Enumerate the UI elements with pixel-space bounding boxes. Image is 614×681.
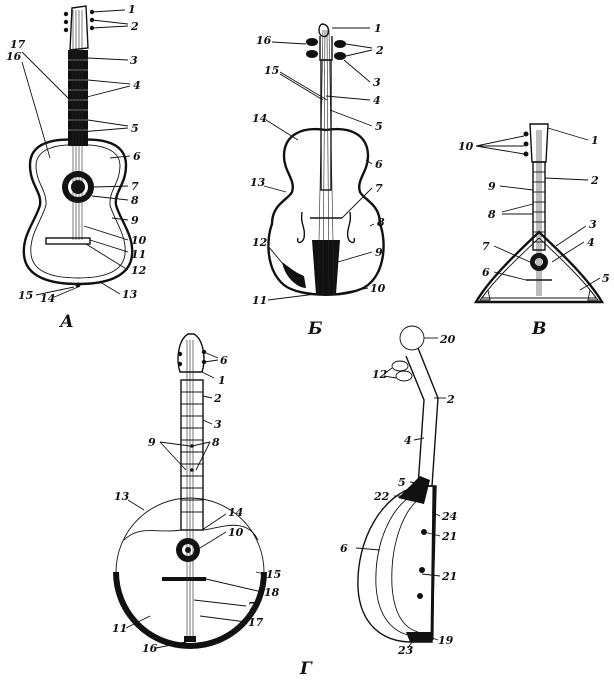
balalaika-callout-10: 10 [458, 140, 474, 153]
domra-side-callouts: 20 12 2 4 5 22 24 21 21 6 19 23 Г [299, 333, 457, 679]
violin-callout-11: 11 [252, 294, 267, 307]
violin-callout-5: 5 [375, 120, 383, 133]
balalaika-callouts: 1 2 3 4 5 6 7 8 9 10 В [458, 134, 610, 339]
domra-front-callout-13: 13 [114, 490, 130, 503]
guitar-callouts: 1 2 3 4 5 6 7 8 9 10 11 12 13 14 15 16 1… [6, 3, 147, 332]
domra-side-callout-22: 22 [373, 490, 390, 503]
domra-side-callout-21-lower: 21 [441, 570, 457, 583]
domra-side-callout-12: 6 [340, 542, 348, 555]
balalaika-drawing [473, 123, 605, 304]
violin-callout-15: 15 [264, 64, 279, 77]
violin-callout-1: 1 [374, 22, 382, 35]
guitar-callout-10: 10 [131, 234, 147, 247]
domra-side-callout-23: 23 [397, 644, 414, 657]
guitar-callout-7: 7 [131, 180, 139, 193]
balalaika-callout-2: 2 [590, 174, 599, 187]
violin-callout-9: 9 [375, 246, 383, 259]
figure-label-v: В [531, 319, 546, 339]
violin-callout-10: 10 [370, 282, 386, 295]
violin-callout-12: 12 [252, 236, 268, 249]
violin-callout-16: 16 [256, 34, 272, 47]
guitar-callout-3: 3 [130, 54, 138, 67]
domra-front-callout-1: 1 [218, 374, 226, 387]
balalaika-callout-3: 3 [589, 218, 597, 231]
domra-front-callout-7: 7 [248, 600, 256, 613]
balalaika-callout-9: 9 [488, 180, 496, 193]
domra-front-callout-17: 17 [248, 616, 264, 629]
guitar-callout-15: 15 [18, 289, 33, 302]
violin-callout-8: 8 [377, 216, 385, 229]
domra-side-callout-20: 20 [439, 333, 456, 346]
figure-label-g: Г [299, 659, 313, 679]
domra-front-callout-8: 8 [212, 436, 220, 449]
guitar-callout-13: 13 [122, 288, 138, 301]
guitar-callout-12: 12 [131, 264, 147, 277]
domra-front-callout-6: 6 [220, 354, 228, 367]
balalaika-callout-7: 7 [482, 240, 490, 253]
violin-callout-13: 13 [250, 176, 266, 189]
guitar-callout-9: 9 [131, 214, 139, 227]
domra-front-callout-16: 16 [142, 642, 158, 655]
violin-callout-14: 14 [252, 112, 267, 125]
violin-callout-7: 7 [375, 182, 383, 195]
violin-callout-4: 4 [373, 94, 381, 107]
guitar-callout-2: 2 [130, 20, 139, 33]
domra-front-callout-10: 10 [228, 526, 244, 539]
guitar-callout-8: 8 [131, 194, 139, 207]
domra-front-callout-15: 15 [266, 568, 281, 581]
guitar-callout-14: 14 [40, 292, 55, 305]
balalaika-callout-1: 1 [591, 134, 599, 147]
violin-callouts: 1 2 3 4 5 6 7 8 9 10 11 12 13 14 15 16 Б [250, 22, 386, 339]
guitar-callout-6: 6 [133, 150, 141, 163]
domra-front-callout-9: 9 [148, 436, 156, 449]
domra-side-drawing [355, 325, 446, 649]
domra-front-callout-3: 3 [214, 418, 222, 431]
domra-side-callout-5: 5 [398, 476, 406, 489]
guitar-drawing [21, 5, 134, 299]
violin-callout-3: 3 [373, 76, 381, 89]
guitar-callout-11: 11 [131, 248, 146, 261]
domra-front-callout-14: 14 [228, 506, 243, 519]
balalaika-callout-8: 8 [488, 208, 496, 221]
violin-callout-2: 2 [375, 44, 384, 57]
guitar-callout-1: 1 [128, 3, 136, 16]
violin-drawing [263, 23, 385, 301]
domra-side-callout-2: 2 [446, 393, 455, 406]
guitar-callout-5: 5 [131, 122, 139, 135]
figure-label-a: А [58, 312, 74, 332]
domra-side-callout-24: 24 [441, 510, 457, 523]
domra-side-callout-6: 12 [372, 368, 388, 381]
domra-front-callout-2: 2 [213, 392, 222, 405]
domra-front-drawing [113, 333, 267, 649]
balalaika-callout-4: 4 [587, 236, 595, 249]
domra-side-callout-21-upper: 21 [441, 530, 457, 543]
domra-front-callout-18: 18 [264, 586, 280, 599]
guitar-callout-16: 16 [6, 50, 22, 63]
domra-front-callouts: 1 2 3 6 7 8 9 10 11 13 14 15 16 17 18 [112, 354, 281, 655]
balalaika-callout-6: 6 [482, 266, 490, 279]
guitar-callout-17: 17 [10, 38, 26, 51]
balalaika-callout-5: 5 [602, 272, 610, 285]
domra-side-callout-4: 4 [404, 434, 412, 447]
figure-label-b: Б [307, 319, 323, 339]
guitar-callout-4: 4 [133, 79, 141, 92]
domra-side-callout-19: 19 [438, 634, 454, 647]
violin-callout-6: 6 [375, 158, 383, 171]
domra-front-callout-11: 11 [112, 622, 127, 635]
